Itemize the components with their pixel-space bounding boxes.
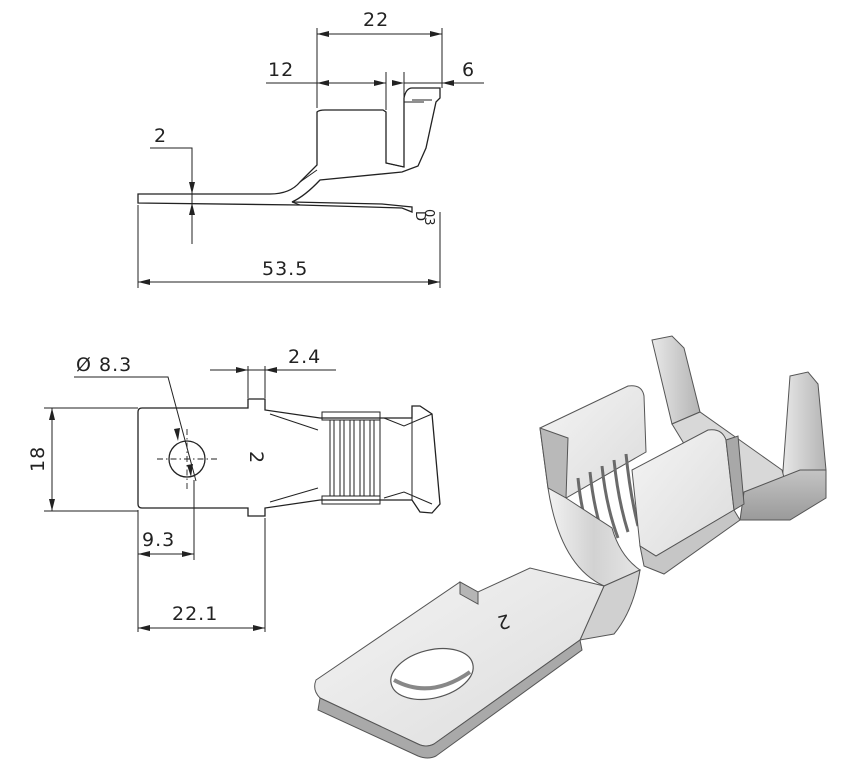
dim-22-1-label: 22.1 <box>172 603 218 625</box>
dimension-53-5: 53.5 <box>137 205 441 288</box>
dim-6-label: 6 <box>462 59 475 81</box>
isometric-view: 2 <box>314 335 827 759</box>
top-view-stamp: 2 <box>245 451 267 464</box>
dim-12-label: 12 <box>268 59 294 81</box>
part-mark-label: 03 <box>421 209 436 226</box>
side-view-outline <box>137 87 441 213</box>
dim-2-label: 2 <box>154 125 167 147</box>
dimension-12: 12 <box>266 59 387 110</box>
part-mark-d: D <box>412 211 427 221</box>
dim-diameter-label: Ø 8.3 <box>76 354 132 376</box>
dimension-diameter: Ø 8.3 <box>74 354 197 482</box>
dimension-18: 18 <box>27 407 138 512</box>
dimension-22: 22 <box>316 9 443 108</box>
dimension-22-1: 22.1 <box>138 518 266 632</box>
dim-53-5-label: 53.5 <box>262 258 308 280</box>
dim-2-4-label: 2.4 <box>288 346 321 368</box>
side-view: 03 D 22 12 6 <box>137 9 484 288</box>
dimension-2: 2 <box>150 125 195 244</box>
crimp-wall-front <box>631 429 735 557</box>
dim-18-label: 18 <box>27 446 49 472</box>
dimension-9-3: 9.3 <box>137 480 195 632</box>
top-view: 2 Ø 8.3 2.4 18 <box>27 346 441 632</box>
rear-wing-left <box>651 335 701 425</box>
dimension-6: 6 <box>392 59 484 98</box>
ring-tab <box>314 567 605 759</box>
dim-9-3-label: 9.3 <box>142 529 175 551</box>
mounting-hole <box>157 429 217 489</box>
iso-stamp: 2 <box>494 609 512 634</box>
dimension-2-4: 2.4 <box>210 346 336 398</box>
top-view-outline <box>137 398 441 517</box>
dim-22-label: 22 <box>363 9 389 31</box>
